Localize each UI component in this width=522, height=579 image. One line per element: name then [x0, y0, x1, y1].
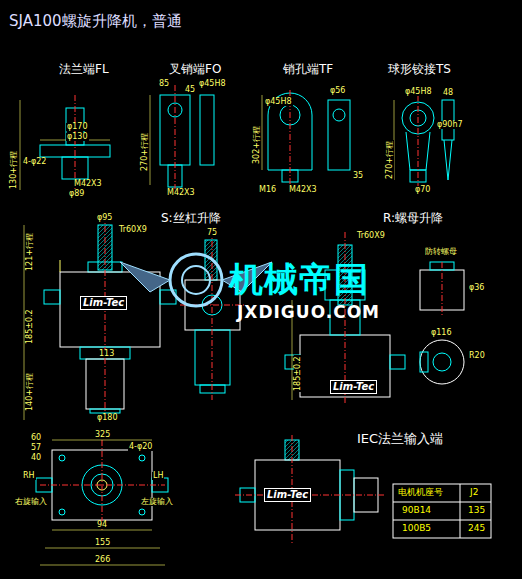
dimension-label: Tr60X9 — [356, 232, 386, 240]
view-title: R:螺母升降 — [382, 212, 444, 224]
dimension-label: φ45H8 — [404, 88, 433, 96]
dimension-label: 防转螺母 — [424, 248, 458, 256]
view-title: 销孔端TF — [282, 63, 334, 75]
dimension-label: φ89 — [68, 190, 85, 198]
dimension-label: 4-φ20 — [128, 443, 153, 451]
view-title: 法兰端FL — [58, 63, 110, 75]
dimension-label: 90B14 — [401, 506, 432, 515]
dimension-label: φ45H8 — [198, 80, 227, 88]
dimension-label: 155 — [94, 539, 111, 547]
dimension-label: φ130 — [66, 133, 89, 141]
dimension-label: M42X3 — [73, 180, 103, 188]
stroke-dimension: 130+行程 — [10, 150, 18, 190]
dimension-label: φ56 — [329, 87, 346, 95]
stroke-dimension: 185±0.2 — [26, 308, 34, 345]
brand-plate: Lim-Tec — [330, 380, 377, 394]
dimension-label: φ180 — [96, 414, 119, 422]
stroke-dimension: 140+行程 — [26, 372, 34, 412]
dimension-label: 100B5 — [401, 524, 432, 533]
dimension-label: 57 — [30, 444, 42, 452]
dimension-label: 4-φ22 — [22, 158, 47, 166]
dimension-label: φ70 — [414, 186, 431, 194]
brand-plate: Lim-Tec — [264, 488, 311, 502]
dimension-label: φ36 — [468, 284, 485, 292]
dimension-label: Tr60X9 — [118, 226, 148, 234]
dimension-label: 右旋输入 — [14, 498, 48, 506]
dimension-label: 48 — [442, 89, 454, 97]
dimension-label: φ116 — [430, 329, 453, 337]
watermark: JXDIGUO.COM — [236, 304, 381, 321]
dimension-label: φ45H8 — [264, 98, 293, 106]
stroke-dimension: 185±0.2 — [294, 355, 302, 392]
view-title: IEC法兰输入端 — [356, 432, 444, 445]
drawing-title: SJA100螺旋升降机，普通 — [8, 14, 183, 29]
dimension-label: 245 — [467, 524, 486, 533]
stroke-dimension: 121+行程 — [26, 232, 34, 272]
dimension-label: M42X3 — [288, 186, 318, 194]
view-title: S:丝杠升降 — [160, 212, 222, 224]
dimension-label: 电机机座号 — [397, 488, 444, 497]
dimension-label: 94 — [96, 521, 108, 529]
dimension-label: 113 — [98, 350, 115, 358]
dimension-label: R20 — [468, 352, 486, 360]
dimension-label: φ95 — [96, 214, 113, 222]
dimension-label: 85 — [158, 80, 170, 88]
dimension-label: 40 — [30, 454, 42, 462]
dimension-label: φ90h7 — [436, 121, 464, 129]
view-title: 球形铰接TS — [387, 63, 452, 75]
stroke-dimension: 270+行程 — [386, 140, 394, 180]
dimension-label: 左旋输入 — [140, 498, 174, 506]
dimension-label: 45 — [184, 86, 196, 94]
dimension-label: J2 — [469, 488, 479, 497]
dimension-label: 135 — [467, 506, 486, 515]
dimension-label: 35 — [352, 172, 364, 180]
view-title: 叉销端FO — [168, 63, 222, 75]
watermark: 机械帝国 — [228, 262, 370, 296]
dimension-label: 325 — [94, 431, 111, 439]
dimension-label: 266 — [94, 556, 111, 564]
dimension-label: 60 — [30, 434, 42, 442]
dimension-label: M16 — [258, 186, 277, 194]
dimension-label: M42X3 — [166, 189, 196, 197]
dimension-label: RH — [22, 472, 36, 480]
dimension-label: φ170 — [66, 123, 89, 131]
stroke-dimension: 302+行程 — [253, 125, 261, 165]
dimension-label: LH — [152, 472, 164, 480]
stroke-dimension: 270+行程 — [141, 132, 149, 172]
dimension-label: 75 — [206, 229, 218, 237]
brand-plate: Lim-Tec — [80, 296, 127, 310]
